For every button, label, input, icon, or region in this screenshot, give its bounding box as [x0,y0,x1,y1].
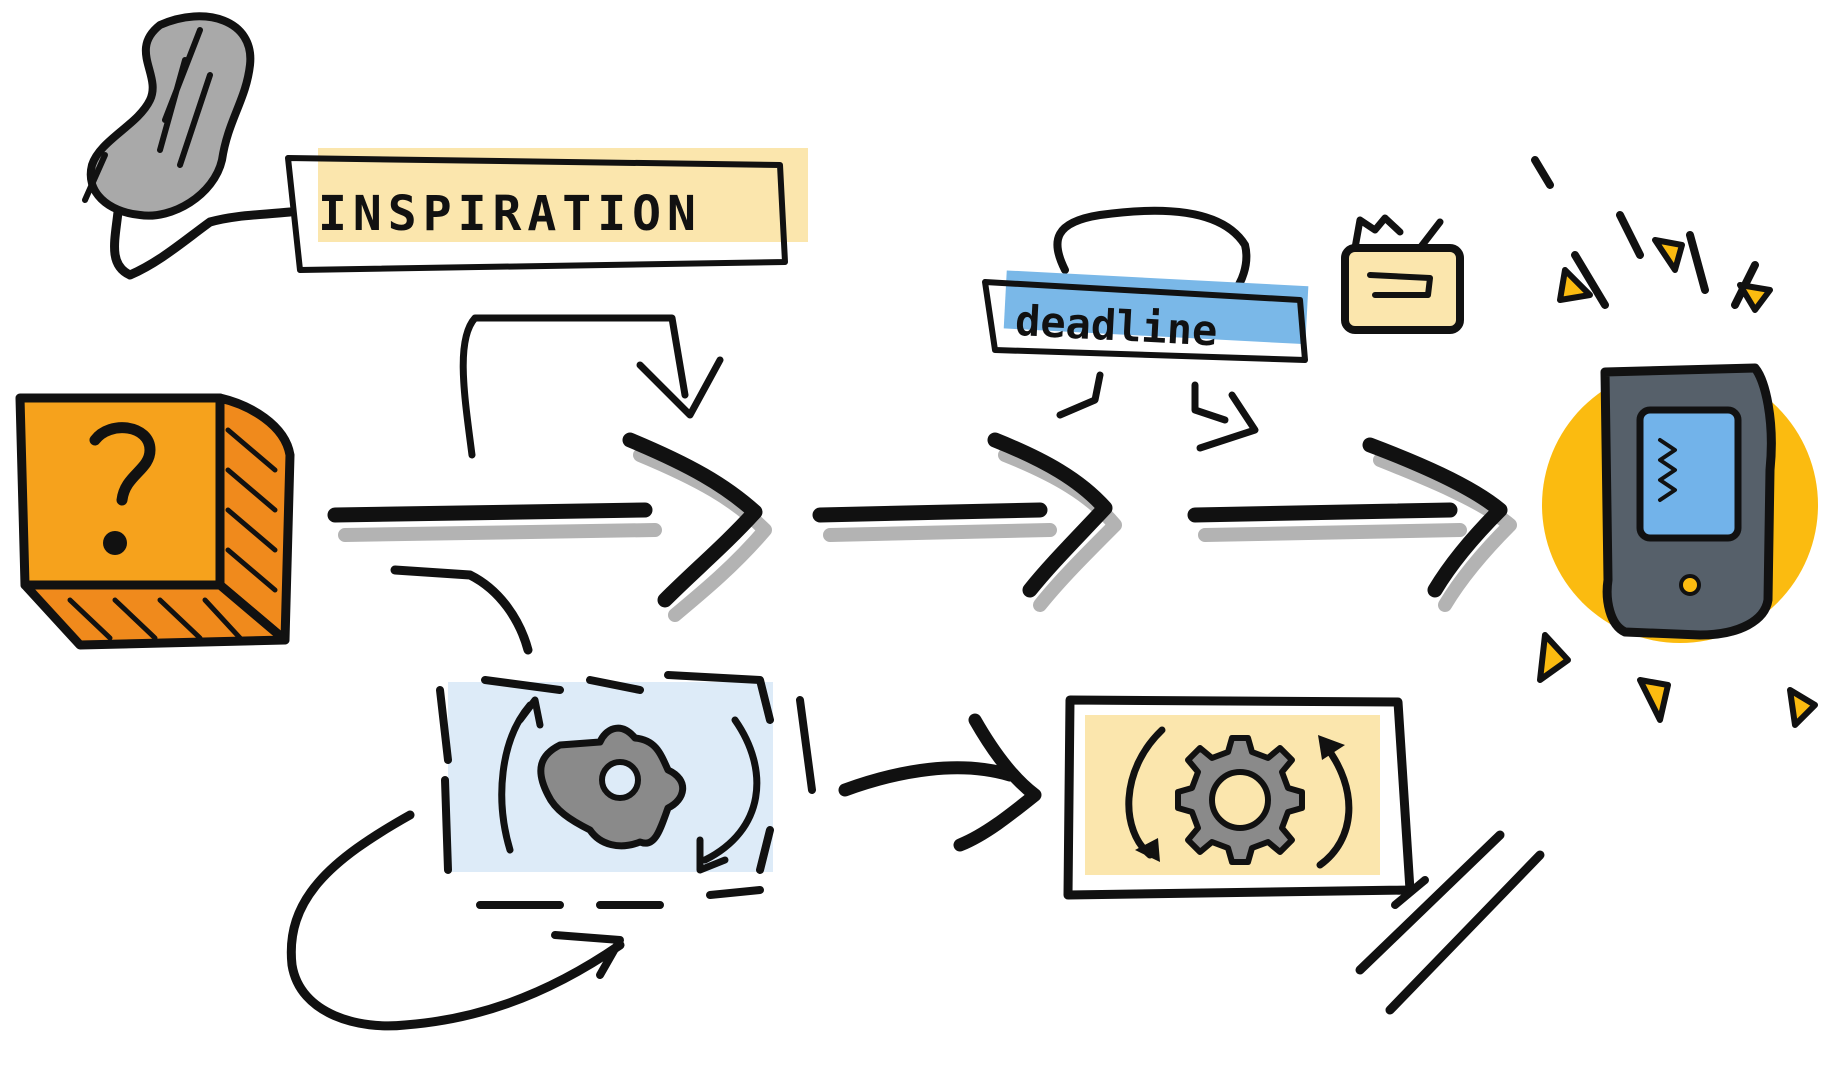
arrow-icon [812,432,1122,612]
lightbulb-icon [82,12,295,280]
inspiration-label: INSPIRATION [285,148,808,273]
question-cube-icon [15,393,295,650]
arrow-icon [1187,437,1517,612]
arrow-icon [327,432,772,622]
gear-icon [436,671,816,909]
alarm-clock-icon: deadline [982,206,1309,452]
deadline-text: deadline [1014,296,1219,356]
inspiration-text: INSPIRATION [318,186,702,242]
refresh-gear-icon [1063,695,1415,900]
shopping-bag-icon [1341,214,1464,334]
arrow-icon [838,713,1042,852]
smartphone-icon [1531,156,1818,728]
